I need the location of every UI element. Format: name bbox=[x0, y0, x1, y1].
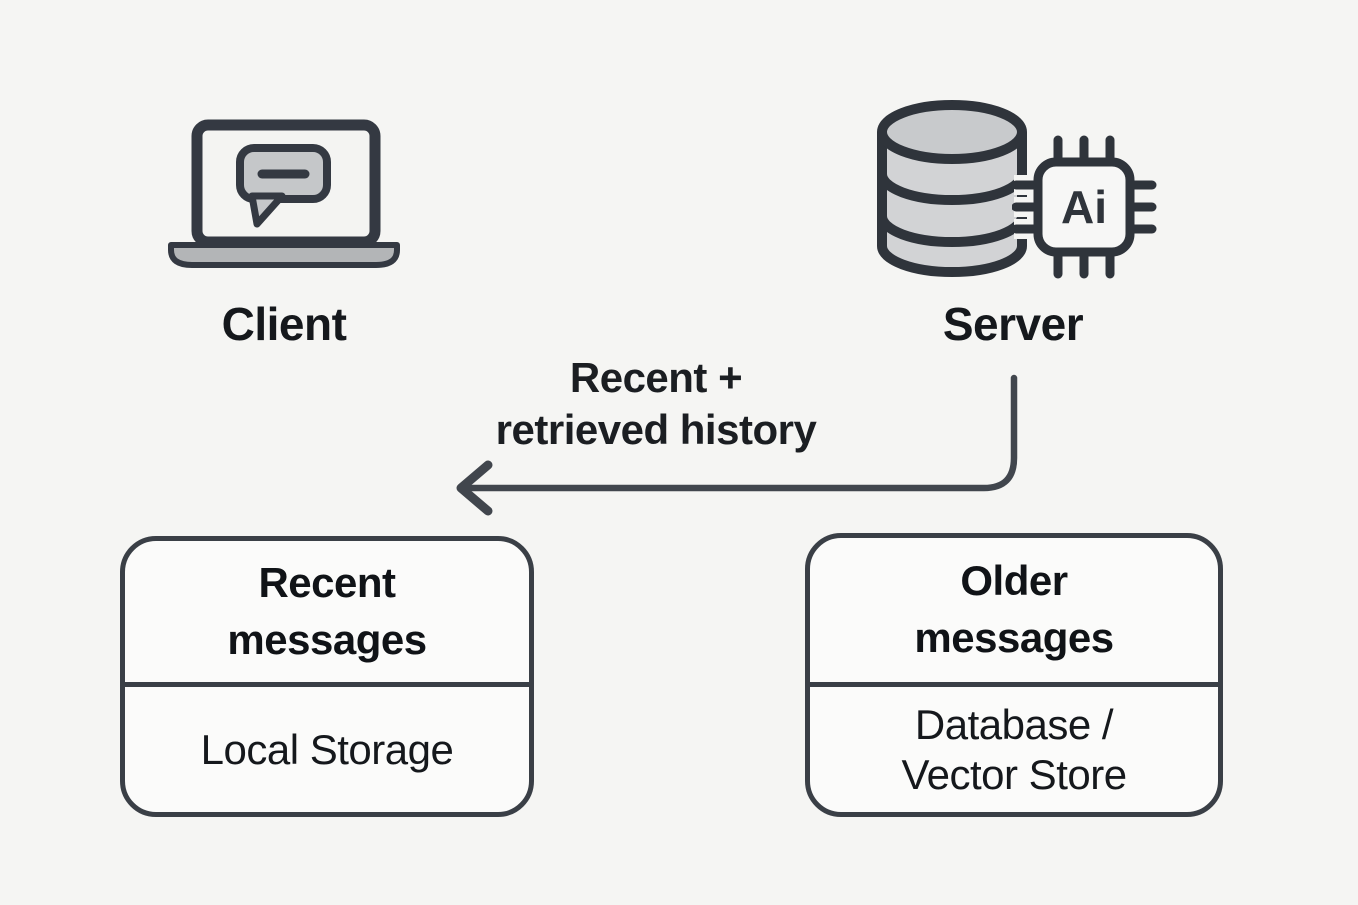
database-vector-store-label: Database / Vector Store bbox=[810, 682, 1218, 812]
ai-chip-text: Ai bbox=[1061, 181, 1107, 233]
client-label: Client bbox=[221, 298, 347, 350]
database-icon bbox=[877, 100, 1027, 277]
older-messages-box: Older messages Database / Vector Store bbox=[805, 533, 1223, 817]
client-laptop-icon bbox=[168, 119, 400, 268]
arrowhead-left bbox=[456, 460, 493, 516]
flow-arrow-label: Recent + retrieved history bbox=[495, 354, 817, 453]
recent-messages-title: Recent messages bbox=[227, 558, 427, 663]
local-storage-label: Local Storage bbox=[125, 682, 529, 812]
older-messages-title: Older messages bbox=[914, 557, 1114, 661]
recent-messages-box: Recent messages Local Storage bbox=[120, 536, 534, 817]
ai-chip-icon: Ai bbox=[1012, 135, 1157, 279]
server-label: Server bbox=[942, 298, 1084, 350]
chat-bubble-tail bbox=[248, 192, 286, 228]
